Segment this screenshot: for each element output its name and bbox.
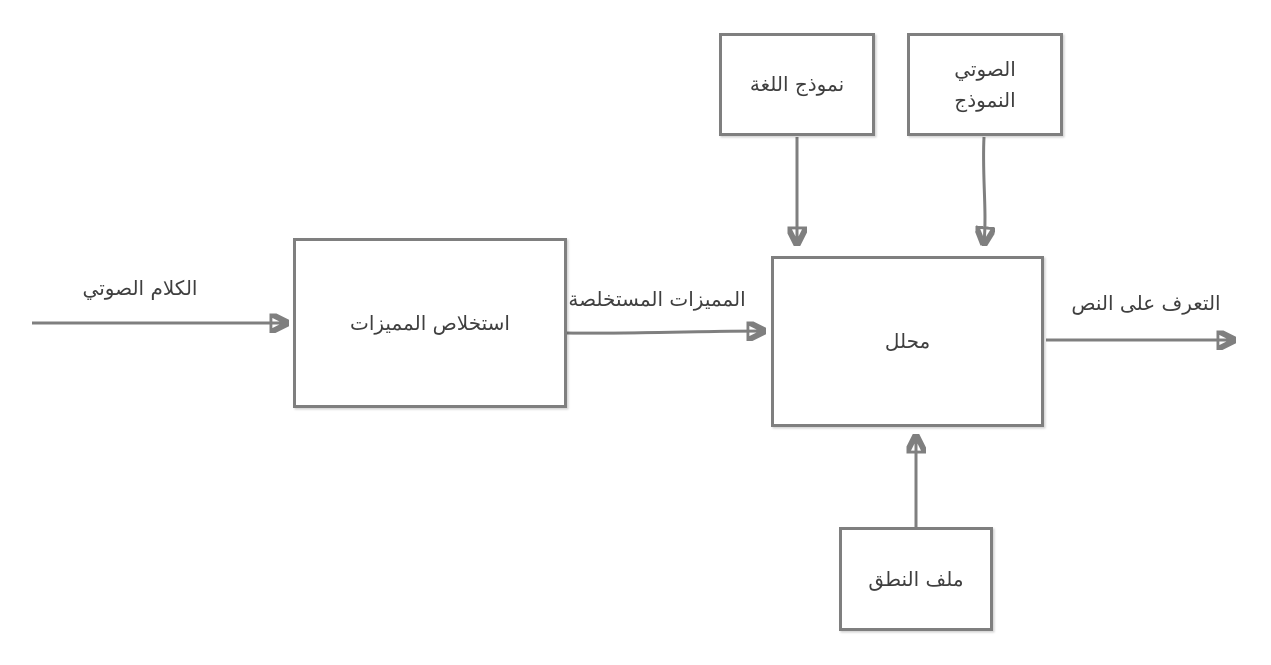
node-language-model: نموذج اللغة — [719, 33, 875, 136]
edge-label-audio-input: الكلام الصوتي — [82, 276, 198, 300]
arrow-acoustic-model — [984, 136, 985, 243]
node-acoustic-model: الصوتي النموذج — [907, 33, 1063, 136]
node-language-model-label: نموذج اللغة — [749, 72, 845, 96]
node-acoustic-model-label-line1: الصوتي — [954, 56, 1016, 81]
arrow-extracted-features — [566, 331, 763, 333]
node-feature-extraction: استخلاص المميزات — [293, 238, 567, 408]
node-analyzer-label: محلل — [884, 329, 931, 353]
edge-label-extracted-features: المميزات المستخلصة — [568, 287, 746, 311]
node-pronunciation-file: ملف النطق — [839, 527, 993, 631]
node-analyzer: محلل — [771, 256, 1044, 427]
node-acoustic-model-label-line2: النموذج — [954, 87, 1016, 112]
node-pronunciation-file-label: ملف النطق — [868, 566, 964, 591]
edge-label-recognized-text: التعرف على النص — [1071, 291, 1221, 315]
node-feature-extraction-label: استخلاص المميزات — [350, 310, 510, 335]
